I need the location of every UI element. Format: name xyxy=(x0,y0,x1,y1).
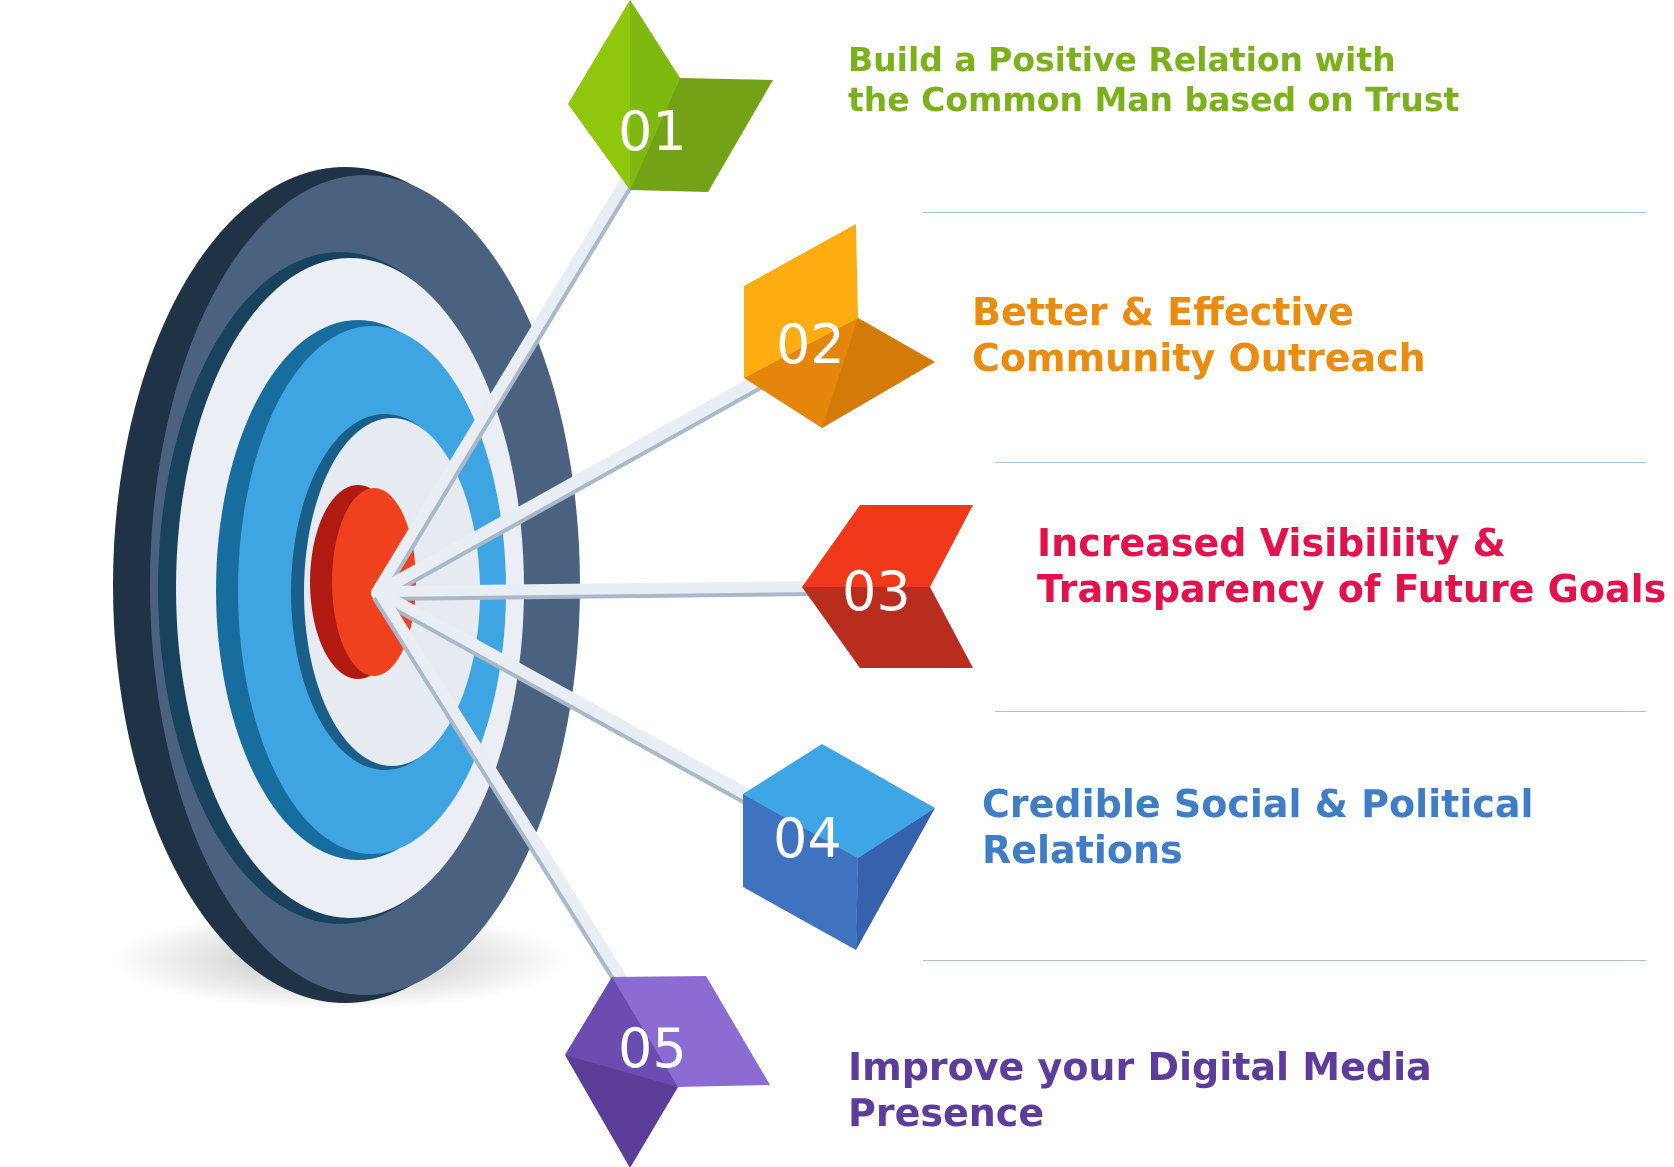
orange-diamond-flag-icon: 02 xyxy=(744,224,935,428)
number-04: 04 xyxy=(773,807,842,870)
red-chevron-flag-icon: 03 xyxy=(802,505,973,668)
goal-05-line-1: Improve your Digital Media xyxy=(848,1045,1432,1089)
number-03: 03 xyxy=(842,560,911,623)
goal-04-text: Credible Social & Political Relations xyxy=(982,782,1534,873)
arrow-shaft-03 xyxy=(371,581,822,600)
purple-diamond-flag-icon: 05 xyxy=(565,976,770,1167)
divider-4 xyxy=(923,960,1646,961)
goal-05-line-2: Presence xyxy=(848,1090,1045,1135)
green-diamond-flag-icon: 01 xyxy=(568,0,773,192)
divider-2 xyxy=(995,462,1646,463)
goal-02-text: Better & Effective Community Outreach xyxy=(972,290,1426,381)
goal-05-text: Improve your Digital Media Presence xyxy=(848,1045,1432,1136)
divider-1 xyxy=(923,212,1646,213)
goal-01-text: Build a Positive Relation with the Commo… xyxy=(848,40,1459,119)
blue-diamond-flag-icon: 04 xyxy=(743,744,935,950)
goal-03-line-1: Increased Visibiliity & xyxy=(1037,521,1506,565)
divider-3 xyxy=(995,711,1646,712)
goal-01-line-1: Build a Positive Relation with xyxy=(848,40,1396,79)
number-02: 02 xyxy=(776,313,845,376)
goal-03-line-2: Transparency of Future Goals xyxy=(1037,566,1667,611)
arrow-shaft-01 xyxy=(371,175,634,600)
arrow-shaft-04 xyxy=(371,586,767,810)
number-05: 05 xyxy=(618,1017,687,1080)
arrow-shaft-02 xyxy=(371,372,769,600)
goal-04-line-2: Relations xyxy=(982,827,1183,872)
goal-02-line-1: Better & Effective xyxy=(972,290,1354,334)
number-01: 01 xyxy=(618,100,687,163)
goal-03-text: Increased Visibiliity & Transparency of … xyxy=(1037,521,1666,612)
goal-01-line-2: the Common Man based on Trust xyxy=(848,79,1460,119)
goal-02-line-2: Community Outreach xyxy=(972,335,1426,380)
arrow-shafts xyxy=(371,175,822,992)
goal-04-line-1: Credible Social & Political xyxy=(982,782,1534,826)
arrow-shaft-05 xyxy=(371,586,631,992)
